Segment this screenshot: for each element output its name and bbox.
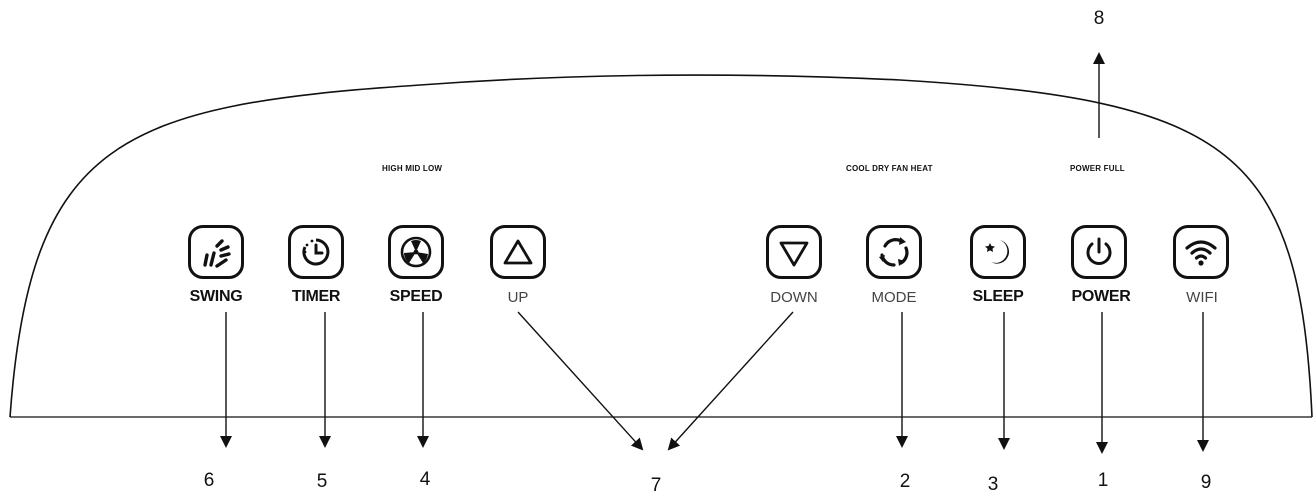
arrow-7-down [667,311,794,451]
sleep-label: SLEEP [972,288,1024,305]
moon-star-icon [985,240,1010,264]
arrow-7-up [517,311,644,451]
panel-curve [9,74,1313,418]
mode-button[interactable] [866,225,922,279]
timer-label: TIMER [291,288,341,305]
speed-button[interactable] [388,225,444,279]
swing-icon [203,239,231,268]
up-button[interactable] [490,225,546,279]
speed-indicator-labels: HIGH MID LOW [382,164,443,173]
triangle-up-icon [503,239,533,265]
callout-3: 3 [987,474,999,495]
wifi-icon [1185,240,1217,266]
timer-icon [302,238,330,266]
callout-9: 9 [1200,472,1212,493]
callout-1: 1 [1097,470,1109,491]
wifi-button[interactable] [1173,225,1229,279]
mode-cycle-icon [879,237,909,267]
mode-indicator-labels: COOL DRY FAN HEAT [846,164,933,173]
fan-icon [400,236,432,268]
wifi-label: WIFI [1186,289,1218,306]
mode-label: MODE [871,289,917,306]
timer-button[interactable] [288,225,344,279]
power-label: POWER [1071,288,1131,305]
down-label: DOWN [770,289,818,306]
callout-4: 4 [419,469,431,490]
swing-label: SWING [189,288,243,305]
speed-label: SPEED [389,288,443,305]
sleep-button[interactable] [970,225,1026,279]
callout-2: 2 [899,471,911,492]
callout-8: 8 [1093,8,1105,29]
power-icon [1086,237,1112,265]
swing-button[interactable] [188,225,244,279]
callout-5: 5 [316,471,328,492]
up-label: UP [507,289,529,306]
power-indicator-labels: POWER FULL [1070,164,1125,173]
callout-7: 7 [650,475,662,496]
down-button[interactable] [766,225,822,279]
triangle-down-icon [779,241,809,267]
power-button[interactable] [1071,225,1127,279]
callout-6: 6 [203,470,215,491]
